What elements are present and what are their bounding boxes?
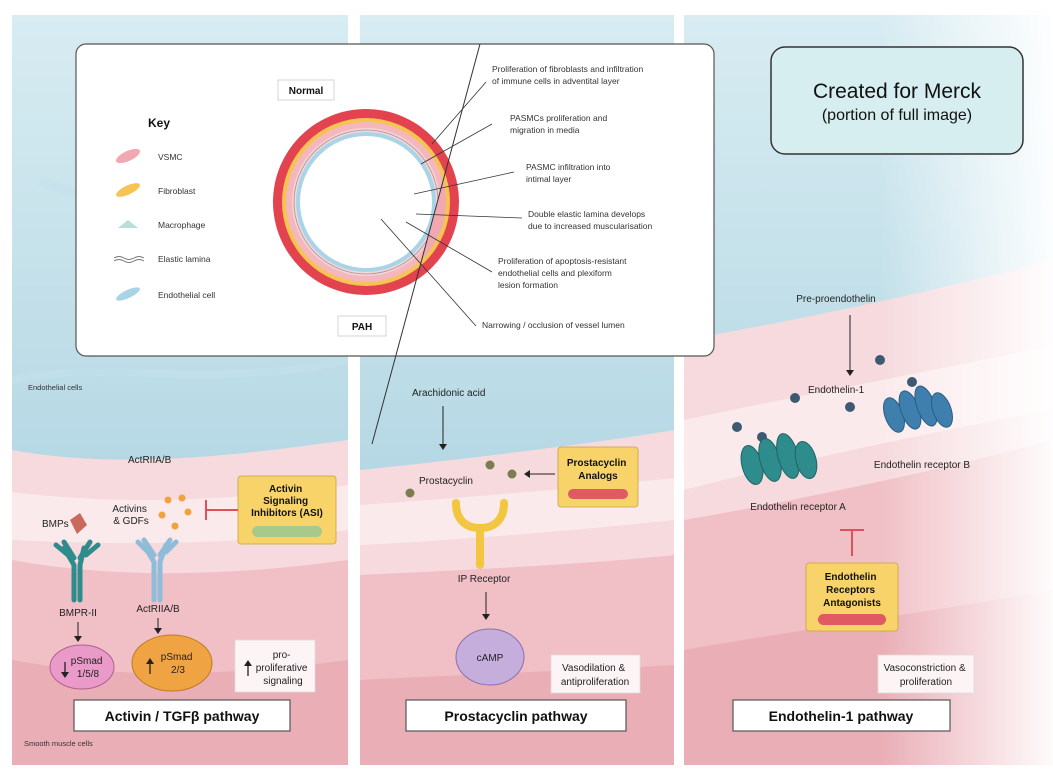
vessel-inset: Key VSMC Fibroblast Macrophage Elastic l…	[75, 43, 715, 445]
callout-lumen: Narrowing / occlusion of vessel lumen	[482, 320, 625, 330]
svg-text:Macrophage: Macrophage	[158, 220, 206, 230]
svg-text:Vasodilation & antiproli: Vasodilation & antiproliferation	[561, 663, 629, 688]
svg-text:pSmad 1/5/8: pSmad 1/5/8	[71, 656, 105, 680]
pah-label: PAH	[352, 322, 372, 333]
vasoconstriction-box: Vasoconstriction & proliferation	[877, 654, 975, 694]
callout-lines	[380, 81, 523, 327]
arrow-ip-camp	[482, 614, 490, 620]
label-pre-proendothelin: Pre-proendothelin	[796, 294, 876, 305]
key-elastic-lamina: Elastic lamina	[113, 254, 211, 264]
endothelin-antagonists-box: Endothelin Receptors Antagonists	[805, 562, 899, 632]
svg-text:Activin / TGFβ pathway: Activin / TGFβ pathway	[105, 708, 260, 724]
pro-proliferative-box: pro- proliferative signaling	[234, 639, 316, 693]
arrow-arachidonic	[439, 444, 447, 450]
label-endothelin-1: Endothelin-1	[808, 385, 865, 396]
psmad-158: pSmad 1/5/8	[49, 644, 115, 690]
asi-drug-box: Activin Signaling Inhibitors (ASI)	[237, 475, 337, 545]
label-endothelin-receptor-a: Endothelin receptor A	[750, 502, 846, 513]
note-line-2: (portion of full image)	[822, 107, 972, 124]
divider-line	[371, 43, 481, 445]
svg-text:Elastic lamina: Elastic lamina	[158, 254, 211, 264]
note-line-1: Created for Merck	[813, 80, 982, 103]
arrow-endothelin	[846, 370, 854, 376]
svg-text:Vasoconstriction & proli: Vasoconstriction & proliferation	[884, 663, 969, 688]
vessel-cross-section	[273, 43, 481, 445]
activin-ligands	[158, 494, 192, 530]
asi-inhibition-mark	[205, 500, 238, 520]
key-vsmc: VSMC	[116, 148, 183, 164]
callout-elastic-lamina: Double elastic lamina develops due to in…	[528, 209, 653, 231]
arrow-analogs	[524, 470, 530, 478]
endothelin-receptor-b-shape	[883, 385, 953, 433]
label-actriiab-top: ActRIIA/B	[128, 455, 172, 466]
label-endothelin-receptor-b: Endothelin receptor B	[874, 460, 971, 471]
pathway-label-activin: Activin / TGFβ pathway	[73, 699, 291, 732]
label-arachidonic-acid: Arachidonic acid	[412, 388, 485, 399]
label-bmpr-ii: BMPR-II	[59, 608, 97, 619]
bmpr-ii-receptor	[53, 539, 101, 603]
callout-endothelial: Proliferation of apoptosis-resistant end…	[498, 256, 629, 290]
svg-text:Activin Signaling: Activin Signaling Inhibitors (ASI)	[251, 484, 323, 519]
svg-text:Endothelin-1 pathway: Endothelin-1 pathway	[769, 708, 914, 724]
svg-text:Endothelin Receptors: Endothelin Receptors Antagonists	[823, 572, 881, 609]
callout-media: PASMCs proliferation and migration in me…	[510, 113, 610, 135]
key-fibroblast: Fibroblast	[116, 183, 196, 197]
vessel-normal-half	[273, 109, 459, 295]
label-prostacyclin: Prostacyclin	[419, 476, 473, 487]
svg-text:pSmad 2/3: pSmad 2/3	[161, 652, 195, 676]
normal-label: Normal	[289, 86, 324, 97]
callout-intima: PASMC infiltration into intimal layer	[526, 162, 613, 184]
pathway-label-prostacyclin: Prostacyclin pathway	[405, 699, 627, 732]
label-smooth-muscle-cells: Smooth muscle cells	[24, 739, 93, 748]
label-endothelial-cells: Endothelial cells	[28, 383, 82, 392]
prostacyclin-molecules	[405, 460, 517, 498]
svg-text:Prostacyclin Analogs: Prostacyclin Analogs	[567, 458, 629, 482]
svg-text:Prostacyclin pathway: Prostacyclin pathway	[444, 708, 587, 724]
ip-receptor-shape	[452, 499, 508, 569]
svg-text:VSMC: VSMC	[158, 152, 183, 162]
svg-text:pro- proliferative: pro- proliferative signaling	[256, 650, 310, 687]
psmad-23: pSmad 2/3	[131, 634, 213, 692]
vasodilation-box: Vasodilation & antiproliferation	[550, 654, 641, 694]
label-activins: Activins & GDFs	[112, 504, 149, 527]
pathway-label-endothelin: Endothelin-1 pathway	[732, 699, 951, 732]
label-bmps: BMPs	[42, 519, 69, 530]
svg-text:Fibroblast: Fibroblast	[158, 186, 196, 196]
label-actriiab-receptor: ActRIIA/B	[136, 604, 180, 615]
key-endothelial-cell: Endothelial cell	[116, 287, 215, 301]
endothelin-receptor-a-shape	[740, 433, 818, 485]
endothelin-molecules	[732, 355, 917, 442]
era-inhibition-mark	[840, 529, 864, 556]
camp: cAMP	[455, 628, 525, 686]
svg-text:cAMP: cAMP	[477, 653, 504, 664]
created-for-note: Created for Merck (portion of full image…	[770, 46, 1024, 155]
prostacyclin-analogs-box: Prostacyclin Analogs	[557, 446, 639, 508]
actriiab-receptor	[135, 537, 179, 603]
key-title: Key	[148, 116, 170, 130]
key-macrophage: Macrophage	[118, 220, 206, 230]
svg-text:Endothelial cell: Endothelial cell	[158, 290, 215, 300]
callout-adventitia: Proliferation of fibroblasts and infiltr…	[492, 64, 646, 86]
label-ip-receptor: IP Receptor	[458, 574, 511, 585]
bmp-ligand	[70, 513, 87, 534]
